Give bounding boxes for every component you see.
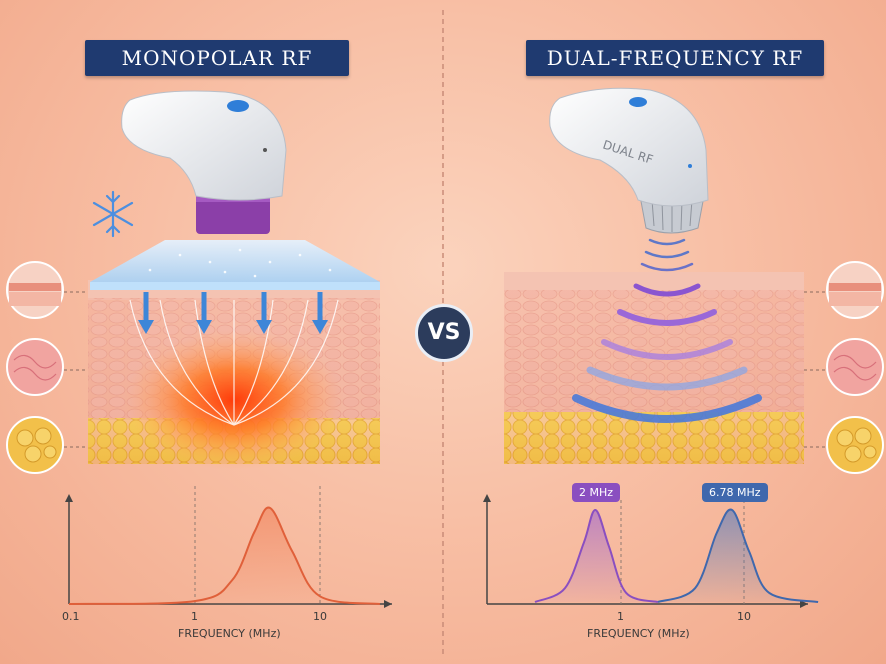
right-tick-10: 10 <box>737 610 751 623</box>
left-curve-line <box>68 506 381 605</box>
left-tick-0.1: 0.1 <box>62 610 80 623</box>
monopolar-title: MONOPOLAR RF <box>85 40 349 76</box>
right-curve-678mhz-line <box>657 508 819 603</box>
left-curve-fill <box>69 507 380 604</box>
peak-label-2mhz: 2 MHz <box>572 483 621 502</box>
right-layer-pointers <box>804 291 826 448</box>
dermis-icon <box>6 338 64 396</box>
right-curve-2mhz-fill <box>535 509 658 602</box>
left-chart <box>65 486 392 608</box>
monopolar-handpiece-icon <box>121 90 287 234</box>
dual-rf-handpiece-icon: DUAL RF <box>549 87 709 234</box>
peak-label-678mhz: 6.78 MHz <box>702 483 768 502</box>
right-chart <box>483 494 819 608</box>
left-xlabel: FREQUENCY (MHz) <box>178 627 281 640</box>
right-xlabel: FREQUENCY (MHz) <box>587 627 690 640</box>
right-tick-1: 1 <box>617 610 624 623</box>
dual-frequency-title: DUAL-FREQUENCY RF <box>526 40 824 76</box>
vs-badge: VS <box>415 304 473 362</box>
cooling-plate <box>90 240 380 290</box>
right-curve-678mhz-fill <box>658 509 819 602</box>
left-layer-pointers <box>64 291 88 448</box>
rf-wave-arcs <box>572 238 762 423</box>
dermis-icon <box>826 338 884 396</box>
fat-cells-icon <box>6 416 64 474</box>
epidermis-icon <box>6 261 64 319</box>
rf-field-lines <box>129 299 339 426</box>
snowflake-icon <box>92 190 134 238</box>
right-skin-block <box>504 272 804 464</box>
epidermis-icon <box>826 261 884 319</box>
right-curve-2mhz-line <box>534 509 659 603</box>
left-tick-1: 1 <box>191 610 198 623</box>
fat-cells-icon <box>826 416 884 474</box>
left-tick-10: 10 <box>313 610 327 623</box>
cooling-arrows <box>138 292 328 334</box>
